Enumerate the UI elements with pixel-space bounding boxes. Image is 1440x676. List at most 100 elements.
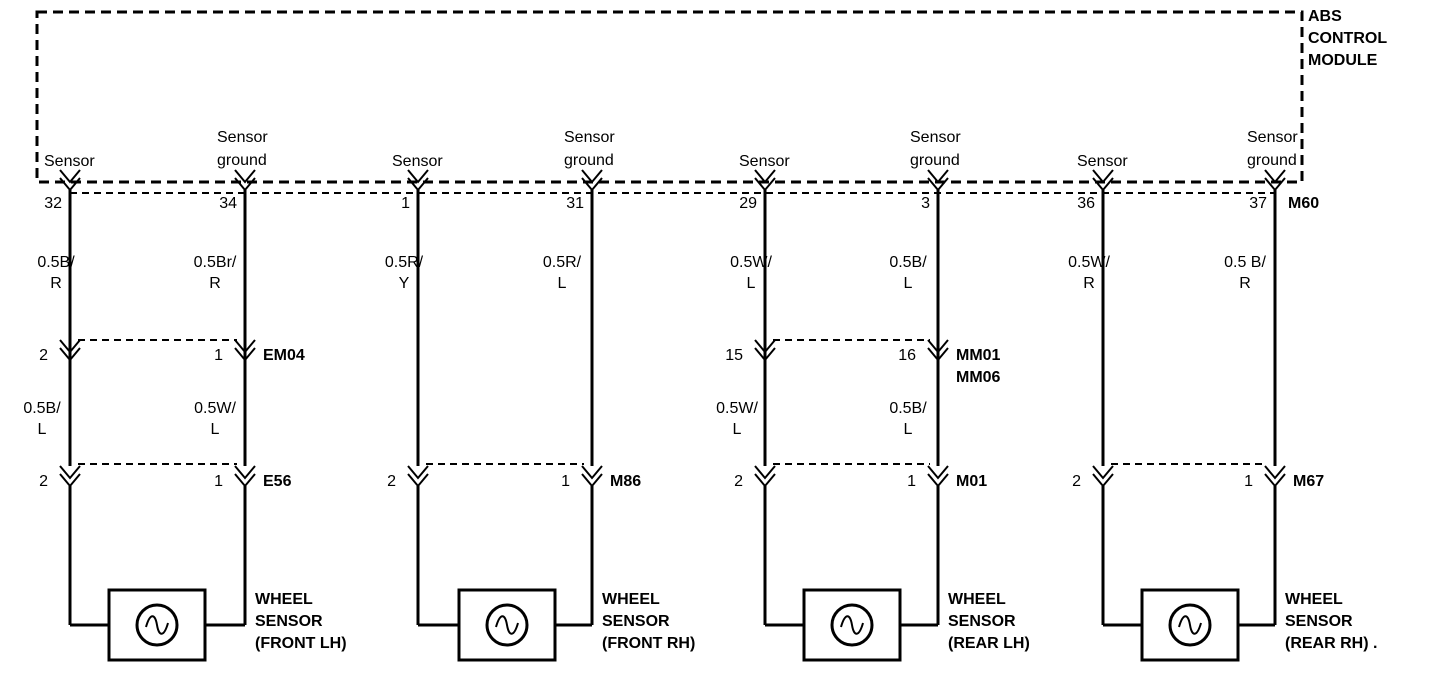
sine-wave-icon [1168,603,1212,647]
sensor-ground-label: ground [910,152,960,169]
module-pin-terminal [1264,169,1286,184]
signal-wire-color-label: R [50,275,62,292]
mid-connector-label: MM01 [956,347,1001,364]
mid-connector-label: MM06 [956,369,1001,386]
bottom-connector-terminal [1264,465,1286,480]
wheel-sensor-label: (FRONT LH) [255,635,347,652]
sensor-signal-label: Sensor [44,153,95,170]
module-pin-terminal [407,169,429,184]
wheel-sensor-label: SENSOR [602,613,670,630]
signal-wire-color-label: R [1083,275,1095,292]
mid-connector-terminal [234,347,256,362]
module-pin-terminal [1092,169,1114,184]
bottom-connector-ground-pin: 1 [1244,473,1253,490]
bottom-connector-terminal [1264,473,1286,488]
sensor-ground-label: ground [217,152,267,169]
sensor-ground-label: Sensor [910,129,961,146]
module-pin-terminal [754,177,776,192]
mid-connector-terminal [754,347,776,362]
mid-connector-terminal [59,347,81,362]
bottom-connector-terminal [754,473,776,488]
signal-wire-color-label: 0.5B/ [23,400,61,417]
wheel-sensor-box [802,588,902,662]
sensor-signal-label: Sensor [392,153,443,170]
mid-connector-ground-pin: 1 [214,347,223,364]
module-signal-pin-number: 1 [401,195,410,212]
mid-connector-ground-pin: 16 [898,347,916,364]
module-pin-terminal [59,177,81,192]
module-pin-terminal [927,177,949,192]
module-connector-label: M60 [1288,195,1319,212]
sine-wave-icon [135,603,179,647]
wheel-sensor-label: (REAR LH) [948,635,1030,652]
bottom-connector-label: M86 [610,473,641,490]
signal-wire-color-label: 0.5W/ [730,254,772,271]
mid-connector-terminal [754,339,776,354]
bottom-connector-terminal [59,473,81,488]
mid-connector-terminal [234,339,256,354]
sensor-ground-label: Sensor [217,129,268,146]
module-title-line-2: CONTROL [1308,30,1387,47]
ground-wire-color-label: L [211,421,220,438]
wheel-sensor-label: SENSOR [1285,613,1353,630]
mid-connector-terminal [927,339,949,354]
module-pin-terminal [234,177,256,192]
ground-wire-color-label: 0.5B/ [889,254,927,271]
ground-wire-color-label: 0.5R/ [543,254,582,271]
sine-wave-icon [1178,615,1202,635]
sensor-ground-label: Sensor [564,129,615,146]
module-pin-terminal [754,169,776,184]
bottom-connector-label: M01 [956,473,987,490]
bottom-connector-ground-pin: 1 [214,473,223,490]
signal-wire-color-label: 0.5B/ [37,254,75,271]
bottom-connector-terminal [927,473,949,488]
bottom-connector-terminal [59,465,81,480]
wheel-sensor-label: WHEEL [255,591,313,608]
ground-wire-color-label: R [1239,275,1251,292]
module-pin-terminal [927,169,949,184]
bottom-connector-signal-pin: 2 [734,473,743,490]
signal-wire-color-label: L [733,421,742,438]
sensor-signal-label: Sensor [739,153,790,170]
wheel-sensor-label: SENSOR [255,613,323,630]
bottom-connector-terminal [581,465,603,480]
module-pin-terminal [581,177,603,192]
ground-wire-color-label: 0.5Br/ [194,254,237,271]
ground-wire-color-label: L [904,275,913,292]
signal-wire-color-label: Y [399,275,410,292]
signal-wire-color-label: L [38,421,47,438]
wheel-sensor-label: (REAR RH) . [1285,635,1377,652]
signal-wire-color-label: 0.5R/ [385,254,424,271]
bottom-connector-label: E56 [263,473,292,490]
module-pin-terminal [1092,177,1114,192]
ground-wire-color-label: L [558,275,567,292]
sensor-ground-label: Sensor [1247,129,1298,146]
ground-wire-color-label: 0.5B/ [889,400,927,417]
bottom-connector-terminal [754,465,776,480]
module-signal-pin-number: 36 [1077,195,1095,212]
sine-wave-icon [830,603,874,647]
sine-wave-icon [145,615,169,635]
sensor-ground-label: ground [1247,152,1297,169]
bottom-connector-ground-pin: 1 [561,473,570,490]
wheel-sensor-label: SENSOR [948,613,1016,630]
mid-connector-signal-pin: 2 [39,347,48,364]
signal-wire-color-label: 0.5W/ [1068,254,1110,271]
sine-wave-icon [495,615,519,635]
wheel-sensor-box [107,588,207,662]
wheel-sensor-label: WHEEL [1285,591,1343,608]
bottom-connector-signal-pin: 2 [39,473,48,490]
wheel-sensor-label: WHEEL [948,591,1006,608]
bottom-connector-signal-pin: 2 [387,473,396,490]
module-signal-pin-number: 32 [44,195,62,212]
wheel-sensor-label: WHEEL [602,591,660,608]
ground-wire-color-label: R [209,275,221,292]
sensor-signal-label: Sensor [1077,153,1128,170]
module-pin-terminal [407,177,429,192]
bottom-connector-label: M67 [1293,473,1324,490]
bottom-connector-terminal [1092,473,1114,488]
bottom-connector-terminal [1092,465,1114,480]
